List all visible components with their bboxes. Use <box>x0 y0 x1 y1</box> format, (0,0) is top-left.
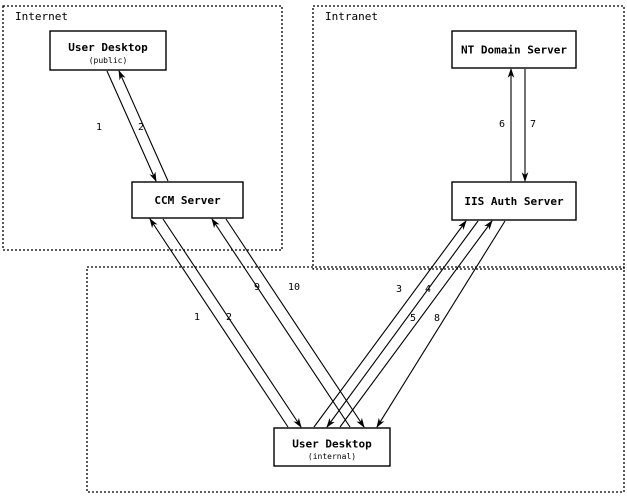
node-title-ccm-server: CCM Server <box>154 194 221 207</box>
zone-boundary-internet <box>2 5 283 251</box>
node-box-iis-auth-server[interactable] <box>451 181 577 221</box>
edge-line-e1b-internal-to-ccm <box>149 218 289 428</box>
zone-internal-lan <box>86 266 625 493</box>
zone-label-internet: Internet <box>15 10 68 23</box>
edge-e10-ccm-to-internal: 10 <box>225 218 365 428</box>
edge-e1-public-to-ccm: 1 <box>96 70 157 183</box>
node-title-nt-domain-server: NT Domain Server <box>461 44 567 57</box>
zone-internet: Internet <box>2 5 283 251</box>
edge-step-label-e8-iis-to-internal: 8 <box>434 313 440 324</box>
node-box-user-desktop-internal[interactable] <box>273 427 391 467</box>
node-nt-domain-server[interactable]: NT Domain Server <box>451 30 577 69</box>
node-box-user-desktop-public[interactable] <box>49 30 167 71</box>
edge-e9-internal-to-ccm: 9 <box>211 218 351 428</box>
node-iis-auth-server[interactable]: IIS Auth Server <box>451 181 577 221</box>
zone-label-intranet: Intranet <box>325 10 378 23</box>
edge-step-label-e1-public-to-ccm: 1 <box>96 122 102 133</box>
edge-step-label-e2-ccm-to-public: 2 <box>138 122 144 133</box>
edge-line-e3-internal-to-iis <box>313 220 467 428</box>
node-title-iis-auth-server: IIS Auth Server <box>464 195 564 208</box>
node-title-user-desktop-internal: User Desktop <box>292 438 372 451</box>
edge-e6-iis-to-nt: 6 <box>499 67 515 181</box>
edge-step-label-e10-ccm-to-internal: 10 <box>288 282 300 293</box>
edge-e2b-ccm-to-internal: 2 <box>162 218 302 428</box>
node-user-desktop-public[interactable]: User Desktop (public) <box>49 30 167 71</box>
edge-step-label-e2b-ccm-to-internal: 2 <box>226 312 232 323</box>
edge-line-e4-iis-to-internal <box>326 220 479 428</box>
node-box-ccm-server[interactable] <box>131 181 244 219</box>
edge-line-e2-ccm-to-public <box>118 69 169 182</box>
edge-line-e2b-ccm-to-internal <box>162 218 302 428</box>
nodes-layer: User Desktop (public) CCM Server NT Domain … <box>49 30 577 467</box>
edge-e4-iis-to-internal: 4 <box>326 220 479 428</box>
edge-line-e5-internal-to-iis <box>339 220 493 428</box>
edge-line-e1-public-to-ccm <box>106 70 157 183</box>
edge-line-e10-ccm-to-internal <box>225 218 365 428</box>
edge-e7-nt-to-iis: 7 <box>521 69 536 183</box>
edge-step-label-e4-iis-to-internal: 4 <box>425 284 431 295</box>
node-title-user-desktop-public: User Desktop <box>68 41 148 54</box>
edge-line-e9-internal-to-ccm <box>211 218 351 428</box>
node-ccm-server[interactable]: CCM Server <box>131 181 244 219</box>
node-box-nt-domain-server[interactable] <box>451 30 577 69</box>
edge-step-label-e1b-internal-to-ccm: 1 <box>194 312 200 323</box>
zone-boundary-internal-lan <box>86 266 625 493</box>
node-user-desktop-internal[interactable]: User Desktop(internal) <box>273 427 391 467</box>
edge-step-label-e6-iis-to-nt: 6 <box>499 119 505 130</box>
edge-step-label-e5-internal-to-iis: 5 <box>410 313 416 324</box>
node-subtitle-user-desktop-internal: (internal) <box>308 452 356 461</box>
edge-step-label-e9-internal-to-ccm: 9 <box>254 282 260 293</box>
edge-e3-internal-to-iis: 3 <box>313 220 467 428</box>
edge-e8-iis-to-internal: 8 <box>376 220 506 428</box>
edge-step-label-e3-internal-to-iis: 3 <box>396 284 402 295</box>
zone-boundary-intranet <box>312 5 625 270</box>
zone-intranet: Intranet <box>312 5 625 270</box>
zones-layer: Internet Intranet <box>2 5 625 493</box>
edge-e1b-internal-to-ccm: 1 <box>149 218 289 428</box>
edge-step-label-e7-nt-to-iis: 7 <box>530 119 536 130</box>
node-subtitle-user-desktop-public: (public) <box>89 56 128 65</box>
edge-line-e8-iis-to-internal <box>376 220 506 428</box>
edges-layer: 1 2 6 7 1 2 9 10 3 4 5 8 <box>96 67 536 428</box>
edge-e5-internal-to-iis: 5 <box>339 220 493 428</box>
edge-e2-ccm-to-public: 2 <box>118 69 169 182</box>
